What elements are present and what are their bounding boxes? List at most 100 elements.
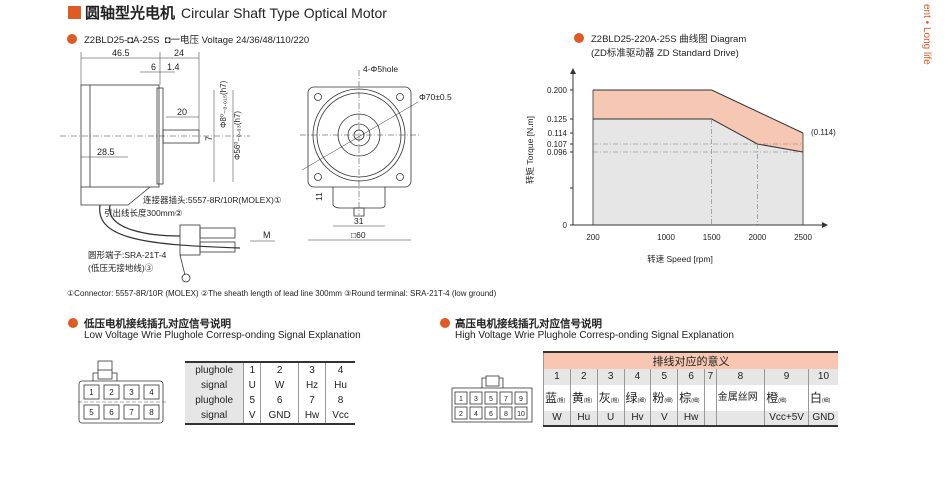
- diagram-title: Z2BLD25-220A-25S 曲线图 Diagram: [591, 34, 747, 45]
- low-voltage-subtitle: Low Voltage Wrie Plughole Corresp-onding…: [84, 330, 361, 341]
- connector-label: 连接器插头:5557-8R/10R(MOLEX)①: [143, 195, 282, 205]
- signal-cell: [715, 410, 765, 426]
- signal-cell: U: [596, 410, 625, 426]
- series-rated-line: [593, 118, 804, 153]
- dim-7: 7: [204, 136, 214, 141]
- signal-cell: GND: [807, 410, 838, 426]
- table-cell: Vcc: [325, 408, 355, 424]
- pin-number-cell: 2: [569, 369, 598, 385]
- lead-label: 引出线长度300mm②: [104, 208, 183, 218]
- pin-cell: [499, 391, 513, 405]
- high-voltage-subtitle: High Voltage Wrie Plughole Corresp-ondin…: [455, 330, 734, 341]
- wire-color-cell: 灰(粗): [596, 384, 625, 411]
- pin-number-cell: 4: [623, 369, 651, 385]
- bullet-icon: [68, 318, 78, 328]
- pin-cell: [103, 404, 120, 420]
- pin-number: 3: [474, 396, 478, 403]
- wire-gauge: (细): [664, 398, 673, 404]
- title-square-icon: [68, 6, 81, 19]
- pin-number: 6: [489, 411, 493, 418]
- table-cell: V: [243, 408, 261, 424]
- table-cell: 8: [325, 393, 355, 409]
- pin-number-cell: 5: [650, 369, 678, 385]
- pin-cell: [83, 404, 100, 420]
- table-cell: 1: [243, 362, 261, 378]
- table-cell: W: [260, 377, 299, 393]
- y-tick-label: 0.125: [547, 115, 568, 124]
- wire-gauge: (细): [691, 398, 700, 404]
- model-line: Z2BLD25-◘A-25S ◘一电压 Voltage 24/36/48/110…: [84, 32, 309, 46]
- table-cell: 6: [260, 393, 299, 409]
- table-title: 排线对应的意义: [543, 352, 838, 369]
- wire-color-cell: 棕(细): [677, 384, 705, 411]
- pin-cell: [143, 404, 160, 420]
- diagram-subtitle: (ZD标准驱动器 ZD Standard Drive): [591, 48, 739, 59]
- dim-31: 31: [354, 216, 364, 226]
- wire-color-cell: 粉(细): [650, 384, 678, 411]
- wire-gauge: (细): [778, 398, 787, 404]
- signal-cell: Vcc+5V: [764, 410, 809, 426]
- wire-gauge: (粗): [557, 398, 566, 404]
- wire-color-cell: 橙(细): [764, 384, 809, 411]
- wire-color-cell: 蓝(粗): [543, 384, 571, 411]
- terminal-note: (低压无接地线)③: [88, 263, 154, 273]
- pin-cell: [103, 384, 120, 400]
- terminal-label: 圆形端子:SRA-21T-4: [88, 250, 167, 260]
- table-cell: plughole: [185, 362, 244, 378]
- pin-cell: [123, 384, 140, 400]
- series-peak-area: [593, 90, 803, 152]
- dim-1-4: 1.4: [167, 62, 180, 72]
- pin-cell: [143, 384, 160, 400]
- pin-number-cell: 3: [596, 369, 625, 385]
- dim-60: □60: [351, 230, 366, 240]
- table-cell: Hz: [298, 377, 326, 393]
- bullet-icon: [574, 33, 584, 43]
- pin-number: 8: [149, 408, 154, 417]
- y-axis-arrow: [570, 68, 576, 74]
- pin-number: 1: [89, 388, 94, 397]
- high-voltage-title: 高压电机接线插孔对应信号说明: [455, 318, 602, 330]
- dim-holes: 4-Φ5hole: [363, 64, 398, 74]
- y-axis-label: 转矩 Torque [N.m]: [525, 116, 535, 184]
- table-cell: signal: [185, 377, 244, 393]
- pin-number: 10: [517, 411, 525, 418]
- signal-cell: Hw: [677, 410, 705, 426]
- table-cell: 3: [298, 362, 326, 378]
- signal-cell: W: [543, 410, 571, 426]
- pin-number-cell: 1: [543, 369, 571, 385]
- model: Z2BLD25-◘A-25S: [84, 35, 160, 46]
- pin-number: 1: [459, 396, 463, 403]
- pin-number: 9: [519, 396, 523, 403]
- table-row: 排线对应的意义: [543, 352, 838, 369]
- pin-number-cell: 7: [704, 369, 717, 385]
- pin-number: 8: [504, 411, 508, 418]
- pin-number-cell: 10: [807, 369, 838, 385]
- table-cell: 4: [325, 362, 355, 378]
- x-tick-label: 200: [586, 233, 600, 242]
- pin-number: 4: [474, 411, 478, 418]
- pin-number: 5: [89, 408, 94, 417]
- dim-20: 20: [177, 107, 187, 117]
- x-tick-label: 2000: [748, 233, 766, 242]
- pin-number: 2: [109, 388, 114, 397]
- wire-gauge: (细): [822, 398, 831, 404]
- dim-phi70: Φ70±0.5: [419, 92, 452, 102]
- x-tick-label: 1000: [657, 233, 675, 242]
- x-axis-arrow: [822, 222, 828, 228]
- dim-24: 24: [174, 48, 184, 58]
- bullet-icon: [440, 318, 450, 328]
- pin-cell: [123, 404, 140, 420]
- pin-cell: [83, 384, 100, 400]
- low-voltage-title: 低压电机接线插孔对应信号说明: [84, 318, 231, 330]
- wire-color-cell: [704, 384, 717, 411]
- pin-cell: [454, 391, 468, 405]
- pin-cell: [499, 406, 513, 420]
- pin-number: 7: [504, 396, 508, 403]
- pin-number: 7: [129, 408, 134, 417]
- bullet-icon: [67, 34, 77, 44]
- dim-6: 6: [151, 62, 156, 72]
- title-cn: 圆轴型光电机: [85, 5, 176, 22]
